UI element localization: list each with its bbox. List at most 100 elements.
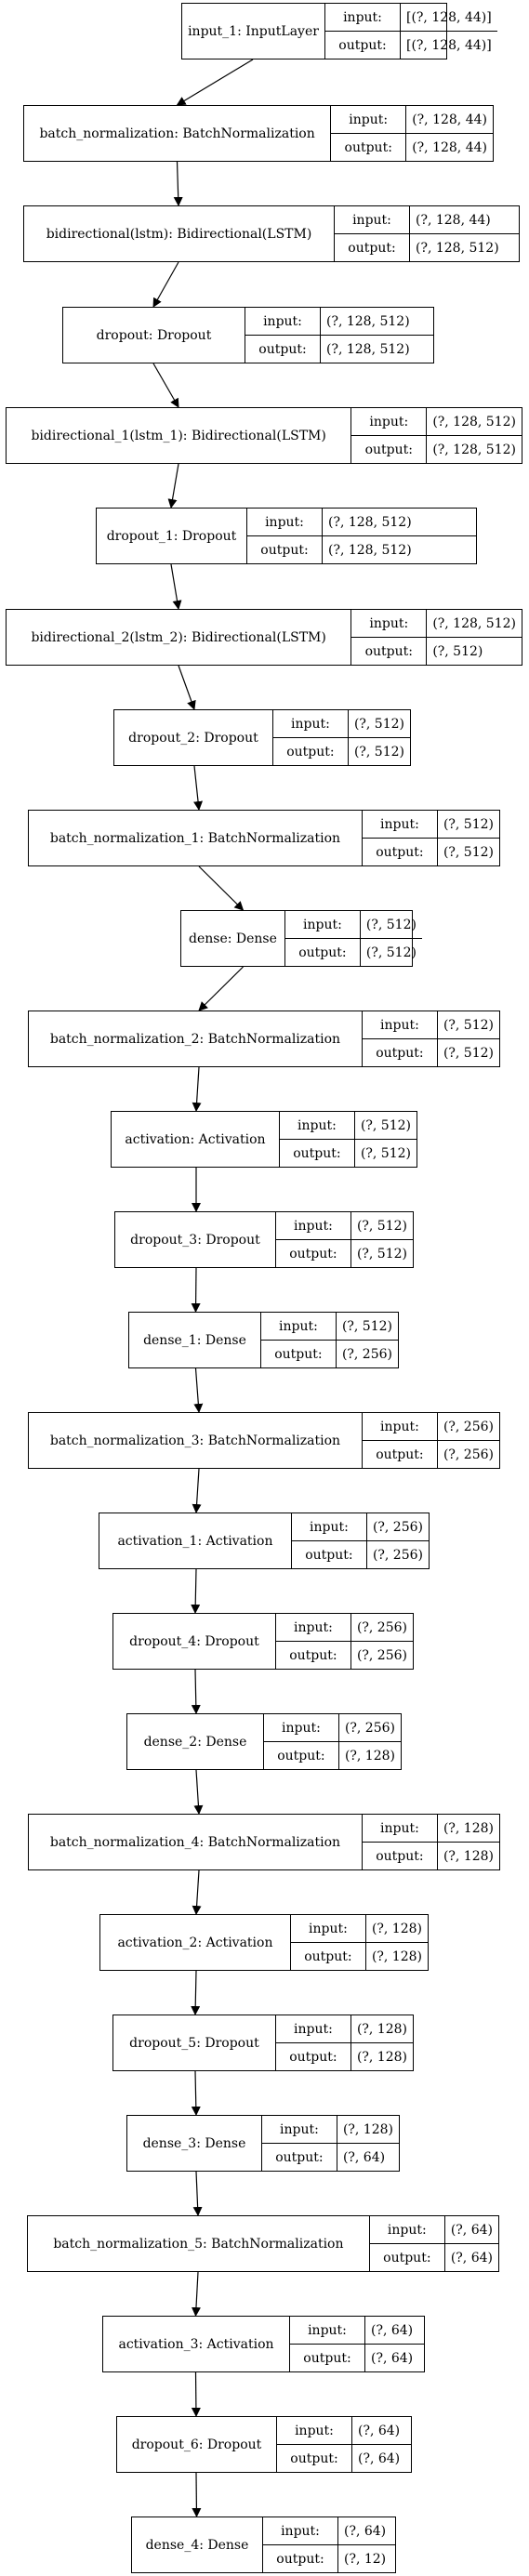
layer-io-table: input:(?, 512)output:(?, 512) <box>362 811 499 865</box>
output-row: output:(?, 128, 44) <box>331 133 493 161</box>
layer-name: dense_3: Dense <box>127 2116 262 2171</box>
output-label: output: <box>263 2545 338 2572</box>
edge-arrow <box>192 1066 202 1112</box>
layer-io-table: input:(?, 128, 512)output:(?, 512) <box>351 610 522 665</box>
output-row: output:(?, 64) <box>261 2143 399 2171</box>
output-shape: (?, 64) <box>450 2250 493 2266</box>
input-label: input: <box>273 710 349 737</box>
input-shape: (?, 512) <box>443 816 494 832</box>
layer-io-table: input:(?, 256)output:(?, 256) <box>291 1513 429 1568</box>
layer-name: batch_normalization_1: BatchNormalizatio… <box>29 811 363 865</box>
layer-io-table: input: (?, 128)output:(?, 128) <box>275 2015 413 2070</box>
output-label: output: <box>290 2345 365 2371</box>
output-row: output:(?, 128, 512) <box>247 535 476 563</box>
output-shape: (?, 256) <box>341 1346 392 1362</box>
output-label: output: <box>331 134 407 161</box>
output-shape: (?, 128) <box>356 2049 407 2065</box>
output-label: output: <box>291 1943 366 1970</box>
input-label: input: <box>280 1112 355 1139</box>
output-shape: (?, 64) <box>371 2350 414 2366</box>
output-shape: (?, 512) <box>365 945 417 960</box>
output-label: output: <box>245 336 321 363</box>
input-row: input:(?, 128, 512) <box>351 408 522 435</box>
layer-name: dense_1: Dense <box>129 1313 261 1367</box>
input-row: input:(?, 256) <box>276 1614 413 1641</box>
layer-name: dropout: Dropout <box>63 308 245 363</box>
layer-name: dropout_2: Dropout <box>114 710 273 765</box>
layer-node: batch_normalization_3: BatchNormalizatio… <box>28 1412 500 1469</box>
output-shape: (?, 128, 512) <box>326 341 410 357</box>
layer-name: input_1: InputLayer <box>182 4 325 59</box>
edge-arrow <box>170 563 182 610</box>
layer-io-table: input:(?, 128)output:(?, 64) <box>261 2116 399 2171</box>
layer-name: dense_2: Dense <box>127 1714 264 1769</box>
edge-arrow <box>152 363 179 408</box>
output-label: output: <box>261 1341 337 1367</box>
layer-name: batch_normalization: BatchNormalization <box>24 106 332 161</box>
input-shape: (?, 256) <box>372 1519 423 1535</box>
input-row: input:(?, 128, 44) <box>335 206 519 233</box>
output-label: output: <box>264 1742 339 1769</box>
input-row: input: (?, 256) <box>363 1413 499 1440</box>
output-shape: (?, 256) <box>372 1547 423 1563</box>
edge-arrow <box>191 2070 201 2116</box>
input-shape: (?, 256) <box>443 1419 494 1434</box>
layer-io-table: input: (?, 128, 512) output: (?, 128, 512) <box>245 308 433 363</box>
input-label: input: <box>285 911 361 938</box>
input-row: input: (?, 256) <box>292 1513 429 1540</box>
input-row: input: (?, 128, 512) <box>245 308 433 335</box>
output-shape: (?, 128) <box>443 1848 494 1864</box>
layer-name: bidirectional_1(lstm_1): Bidirectional(L… <box>7 408 352 463</box>
input-shape: (?, 128) <box>342 2121 393 2137</box>
layer-io-table: input:(?, 128, 44)output: (?, 128, 512) <box>335 206 519 261</box>
layer-io-table: input:(?, 512)output:(?, 256) <box>260 1313 398 1367</box>
input-label: input: <box>276 1212 351 1239</box>
input-shape: (?, 256) <box>356 1619 407 1635</box>
output-shape: (?, 512) <box>356 1246 407 1262</box>
output-shape: (?, 128, 512) <box>416 240 499 256</box>
input-shape: (?, 128, 512) <box>326 313 410 329</box>
input-shape: (?, 512) <box>443 1017 494 1033</box>
output-label: output: <box>276 1642 351 1669</box>
output-row: output: (?, 128, 512) <box>245 335 433 363</box>
layer-name: activation_2: Activation <box>100 1915 291 1970</box>
layer-io-table: input:(?, 512)output:(?, 512) <box>272 710 410 765</box>
input-label: input: <box>292 1513 367 1540</box>
input-label: input: <box>245 308 321 335</box>
output-row: output:(?, 128) <box>362 1842 499 1869</box>
input-label: input: <box>276 2015 351 2042</box>
edge-arrow <box>192 1869 202 1915</box>
layer-io-table: input:[(?, 128, 44)]output:[(?, 128, 44)… <box>325 4 497 59</box>
input-label: input: <box>351 408 428 435</box>
edge-arrow <box>167 463 179 509</box>
input-label: input: <box>363 1011 438 1038</box>
input-label: input: <box>331 106 407 133</box>
input-row: input:(?, 512) <box>280 1112 417 1139</box>
output-label: output: <box>363 1039 438 1066</box>
input-row: input:(?, 64) <box>290 2317 424 2344</box>
layer-io-table: input:(?, 64)output:(?, 12) <box>263 2517 395 2572</box>
input-label: input: <box>370 2216 445 2243</box>
layer-name: dropout_6: Dropout <box>117 2417 277 2472</box>
layer-io-table: input:(?, 128, 512)output:(?, 128, 512) <box>351 408 522 463</box>
layer-io-table: input:(?, 64)output:(?, 64) <box>369 2216 498 2271</box>
output-row: output:(?, 128) <box>275 2042 413 2070</box>
input-label: input: <box>363 1413 438 1440</box>
output-shape: [(?, 128, 44)] <box>406 37 492 53</box>
input-shape: (?, 256) <box>344 1720 395 1736</box>
input-label: input: <box>290 2317 365 2344</box>
input-row: input:(?, 64) <box>263 2517 395 2544</box>
input-label: input: <box>247 509 323 535</box>
edge-arrow <box>191 1267 201 1313</box>
output-label: output: <box>335 234 410 261</box>
input-label: input: <box>264 1714 339 1741</box>
output-row: output:(?, 128) <box>263 1741 401 1769</box>
